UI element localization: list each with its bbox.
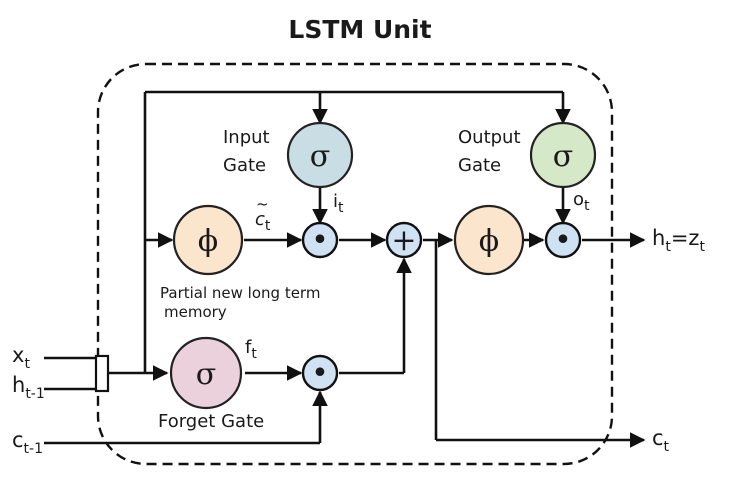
output-gate: σ Output Gate ot — [458, 121, 597, 214]
input-x-label: xt — [12, 343, 30, 372]
diagram-title: LSTM Unit — [288, 15, 431, 44]
candidate-caption-line1: Partial new long term — [160, 284, 320, 302]
candidate-caption-line2: memory — [164, 303, 227, 321]
input-gate-label-line1: Input — [223, 127, 270, 148]
output-gate-label-line1: Output — [458, 127, 521, 148]
forget-gate-symbol: σ — [196, 357, 216, 392]
output-phi-node — [453, 204, 525, 276]
candidate-activation: ϕ ct ~ Partial new long term memory — [160, 195, 320, 321]
input-gate-output-label: it — [333, 191, 344, 216]
unit-boundary — [96, 62, 614, 466]
forget-gate-output-label: ft — [245, 337, 257, 362]
input-gate-node — [286, 121, 354, 189]
input-gate-symbol: σ — [310, 139, 330, 174]
connection-wires — [44, 90, 646, 448]
output-gate-symbol: σ — [553, 139, 573, 174]
forget-gate-label: Forget Gate — [158, 411, 264, 432]
output-gate-output-label: ot — [573, 189, 590, 214]
input-h-label: ht-1 — [12, 373, 45, 402]
multiply-symbol: • — [311, 223, 329, 258]
forget-gate: σ Forget Gate ft — [158, 336, 264, 432]
input-gate: σ Input Gate it — [223, 121, 354, 216]
multiply-operator-forget: • — [301, 354, 339, 392]
input-c-label: ct-1 — [12, 428, 43, 457]
candidate-output-label: ct — [255, 209, 271, 234]
output-h-label: ht=zt — [652, 226, 705, 255]
candidate-output-accent: ~ — [256, 195, 269, 213]
candidate-phi-symbol: ϕ — [198, 224, 218, 259]
add-operator: + — [385, 221, 423, 259]
forget-gate-node — [169, 336, 243, 410]
output-gate-node — [529, 121, 597, 189]
output-activation: ϕ — [453, 204, 525, 276]
add-symbol: + — [391, 223, 416, 258]
output-c-label: ct — [652, 426, 670, 455]
multiply-symbol: • — [554, 223, 572, 258]
multiply-symbol: • — [311, 356, 329, 391]
candidate-phi-node — [172, 204, 244, 276]
output-phi-symbol: ϕ — [479, 224, 499, 259]
multiply-operator-input: • — [301, 221, 339, 259]
multiply-operator-output: • — [544, 221, 582, 259]
output-gate-label-line2: Gate — [458, 155, 501, 176]
input-gate-label-line2: Gate — [223, 155, 266, 176]
